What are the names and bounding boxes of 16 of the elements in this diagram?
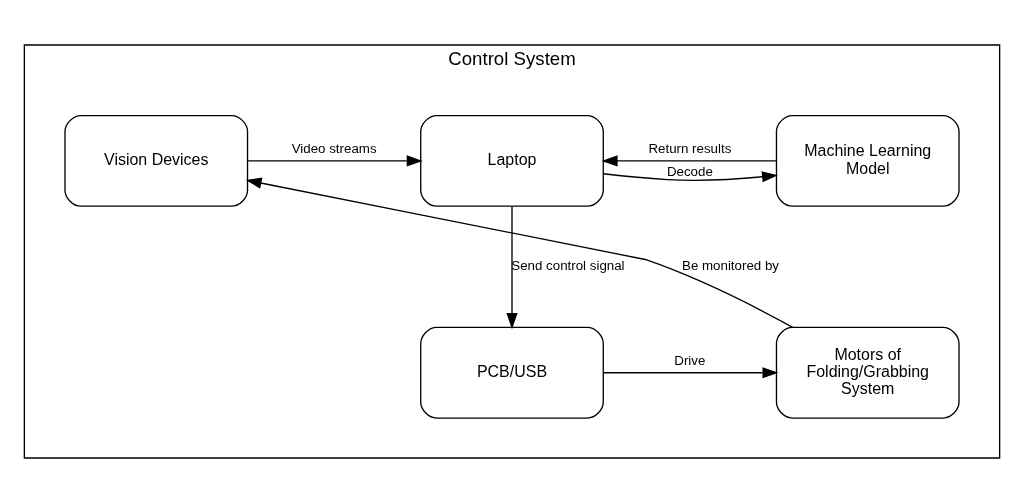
arrow — [602, 366, 779, 378]
arrow — [506, 205, 518, 329]
arrow — [245, 177, 794, 328]
arrow — [602, 170, 778, 182]
edge-label: Drive — [674, 352, 706, 368]
arrow — [601, 154, 778, 166]
node-box: Machine Learning Model — [775, 114, 960, 207]
edge-label: Return results — [648, 140, 732, 156]
arrow — [247, 154, 423, 166]
edge-label: Video streams — [291, 140, 377, 156]
node-box: Vision Devices — [64, 114, 249, 207]
edge-label: Decode — [666, 163, 713, 179]
edge-label: Be monitored by — [682, 257, 779, 273]
node-box: Motors of Folding/Grabbing System — [775, 326, 960, 419]
node-box: PCB/USB — [420, 326, 604, 419]
node-box: Laptop — [420, 114, 604, 207]
